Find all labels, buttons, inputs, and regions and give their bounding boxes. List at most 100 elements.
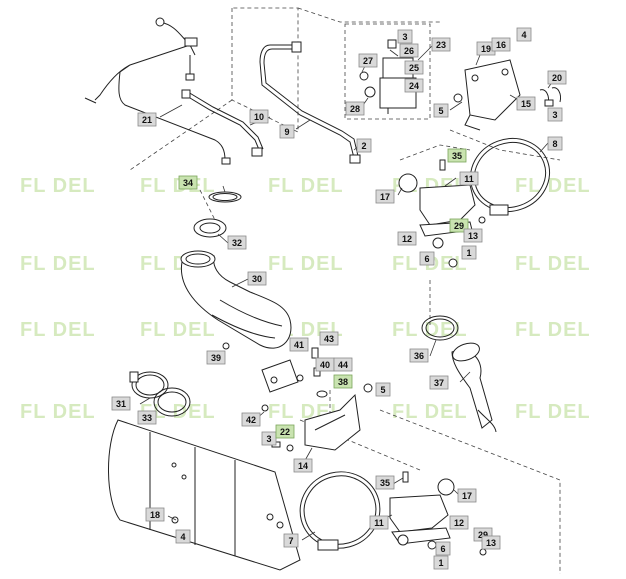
callout-box bbox=[449, 218, 469, 233]
callout-3a: 3 bbox=[397, 29, 413, 44]
callout-number: 14 bbox=[298, 461, 308, 471]
gasket-ring bbox=[208, 191, 242, 203]
watermark-text: FL DEL bbox=[268, 253, 344, 275]
callout-7: 7 bbox=[283, 533, 299, 548]
callout-28: 28 bbox=[345, 101, 365, 116]
callout-39: 39 bbox=[206, 350, 226, 365]
watermark-text: FL DEL bbox=[20, 175, 96, 197]
bracket-15 bbox=[453, 59, 521, 131]
callout-33: 33 bbox=[137, 410, 157, 425]
callout-box bbox=[369, 515, 389, 530]
muffler-18 bbox=[108, 419, 301, 571]
callout-box bbox=[293, 458, 313, 473]
callout-box bbox=[345, 101, 365, 116]
callout-19: 19 bbox=[476, 41, 496, 56]
callout-35a: 35 bbox=[447, 148, 467, 163]
callout-number: 29 bbox=[478, 530, 488, 540]
callout-number: 7 bbox=[288, 536, 293, 546]
callout-12b: 12 bbox=[449, 515, 469, 530]
callout-box bbox=[375, 189, 395, 204]
callout-box bbox=[111, 396, 131, 411]
callout-box bbox=[137, 112, 157, 127]
flange-32 bbox=[193, 218, 227, 238]
callout-number: 43 bbox=[324, 334, 334, 344]
callout-34: 34 bbox=[178, 175, 198, 190]
callout-box bbox=[358, 53, 378, 68]
callout-number: 10 bbox=[254, 112, 264, 122]
callout-4b: 4 bbox=[175, 529, 191, 544]
callout-number: 3 bbox=[266, 434, 271, 444]
callout-number: 6 bbox=[424, 254, 429, 264]
watermark-text: FL DEL bbox=[140, 175, 216, 197]
watermark-text: FL DEL bbox=[515, 401, 591, 423]
callout-number: 25 bbox=[409, 63, 419, 73]
callout-1a: 1 bbox=[461, 245, 477, 260]
callout-10: 10 bbox=[249, 109, 269, 124]
band-clamp-lower bbox=[299, 471, 381, 551]
callout-box bbox=[397, 29, 413, 44]
callout-number: 4 bbox=[180, 532, 185, 542]
callout-number: 24 bbox=[409, 81, 419, 91]
callout-number: 38 bbox=[338, 377, 348, 387]
clamp-20 bbox=[539, 87, 561, 107]
callout-box bbox=[419, 251, 435, 266]
mount-bracket-upper bbox=[398, 159, 486, 268]
callout-box bbox=[227, 235, 247, 250]
callout-box bbox=[481, 535, 501, 550]
callout-9: 9 bbox=[279, 124, 295, 139]
callout-17a: 17 bbox=[375, 189, 395, 204]
callout-box bbox=[461, 245, 477, 260]
callout-23: 23 bbox=[431, 37, 451, 52]
callout-number: 40 bbox=[320, 360, 330, 370]
callout-box bbox=[463, 228, 483, 243]
callout-13a: 13 bbox=[463, 228, 483, 243]
callout-number: 11 bbox=[374, 518, 384, 528]
callout-number: 31 bbox=[116, 399, 126, 409]
callout-box bbox=[145, 507, 165, 522]
callout-15: 15 bbox=[516, 96, 536, 111]
callout-box bbox=[431, 37, 451, 52]
callout-box bbox=[249, 109, 269, 124]
callout-box bbox=[283, 533, 299, 548]
callout-24: 24 bbox=[404, 78, 424, 93]
callout-36: 36 bbox=[409, 348, 429, 363]
callout-number: 44 bbox=[338, 360, 348, 370]
callout-box bbox=[459, 171, 479, 186]
callout-13b: 13 bbox=[481, 535, 501, 550]
callout-number: 37 bbox=[434, 378, 444, 388]
callout-number: 32 bbox=[232, 238, 242, 248]
callout-box bbox=[279, 124, 295, 139]
callout-8: 8 bbox=[547, 136, 563, 151]
watermark-text: FL DEL bbox=[20, 253, 96, 275]
callout-14: 14 bbox=[293, 458, 313, 473]
callout-box bbox=[333, 357, 353, 372]
callout-43: 43 bbox=[319, 331, 339, 346]
callout-box bbox=[275, 424, 295, 439]
callout-box bbox=[447, 148, 467, 163]
callout-11a: 11 bbox=[459, 171, 479, 186]
callout-number: 20 bbox=[552, 73, 562, 83]
callout-box bbox=[404, 78, 424, 93]
sensor-harness bbox=[84, 17, 231, 165]
callout-number: 12 bbox=[402, 234, 412, 244]
callout-number: 41 bbox=[294, 340, 304, 350]
callout-number: 16 bbox=[496, 40, 506, 50]
callout-40: 40 bbox=[315, 357, 335, 372]
callout-32: 32 bbox=[227, 235, 247, 250]
callout-box bbox=[435, 541, 451, 556]
callout-5a: 5 bbox=[433, 103, 449, 118]
watermark-text: FL DEL bbox=[140, 401, 216, 423]
callout-number: 15 bbox=[521, 99, 531, 109]
callout-5b: 5 bbox=[375, 382, 391, 397]
callout-number: 26 bbox=[404, 46, 414, 56]
callout-number: 9 bbox=[284, 127, 289, 137]
callout-38: 38 bbox=[333, 374, 353, 389]
pipe-9 bbox=[259, 41, 361, 164]
callout-1b: 1 bbox=[433, 555, 449, 570]
callout-number: 17 bbox=[380, 192, 390, 202]
callout-box bbox=[247, 271, 267, 286]
callout-20: 20 bbox=[547, 70, 567, 85]
watermark-text: FL DEL bbox=[515, 319, 591, 341]
callout-number: 19 bbox=[481, 44, 491, 54]
